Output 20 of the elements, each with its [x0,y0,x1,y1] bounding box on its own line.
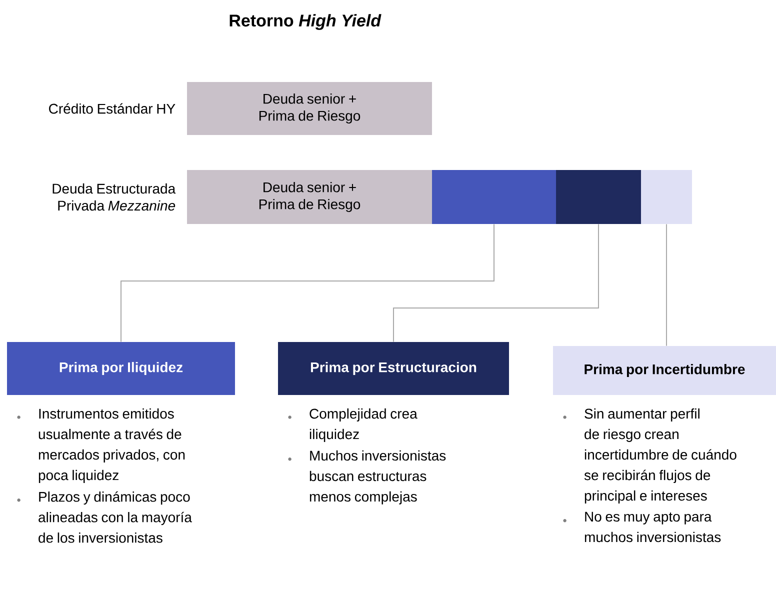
header-box: Prima por Incertidumbre [553,346,776,395]
bullet-text: No es muy apto para muchos inversionistas [584,512,721,542]
bullet-text: Muchos inversionistas buscan estructuras menos complejas [310,450,446,504]
bullet-text: Complejidad crea iliquidez [310,408,418,442]
header-box: Prima por Estructuracion [278,342,509,395]
header-box: Prima por Iliquidez [7,342,235,395]
connector-line [393,224,599,342]
bullet-text: Instrumentos emitidos usualmente a través de mercados privados, con poca liquidez [38,408,185,483]
bar-segment [641,170,692,224]
bullet-text: Plazos y dinámicas poco alineadas con la mayoría de los inversionistas [38,491,192,543]
bullet-text: Sin aumentar perfil de riesgo crean incertidumbre de cuándo se recibirán flujos de principal e intereses [584,408,736,504]
bar-segment [432,170,556,224]
connector-line [120,224,494,342]
row-label: Deuda Estructurada Privada Mezzanine [52,183,176,211]
row-label: Crédito Estándar HY [49,103,176,114]
bar-segment [556,170,641,224]
bar-segment: Deuda senior + Prima de Riesgo [187,82,432,135]
bar-segment: Deuda senior + Prima de Riesgo [187,170,432,224]
connector-line [666,224,667,346]
title: Retorno High Yield [230,14,382,30]
